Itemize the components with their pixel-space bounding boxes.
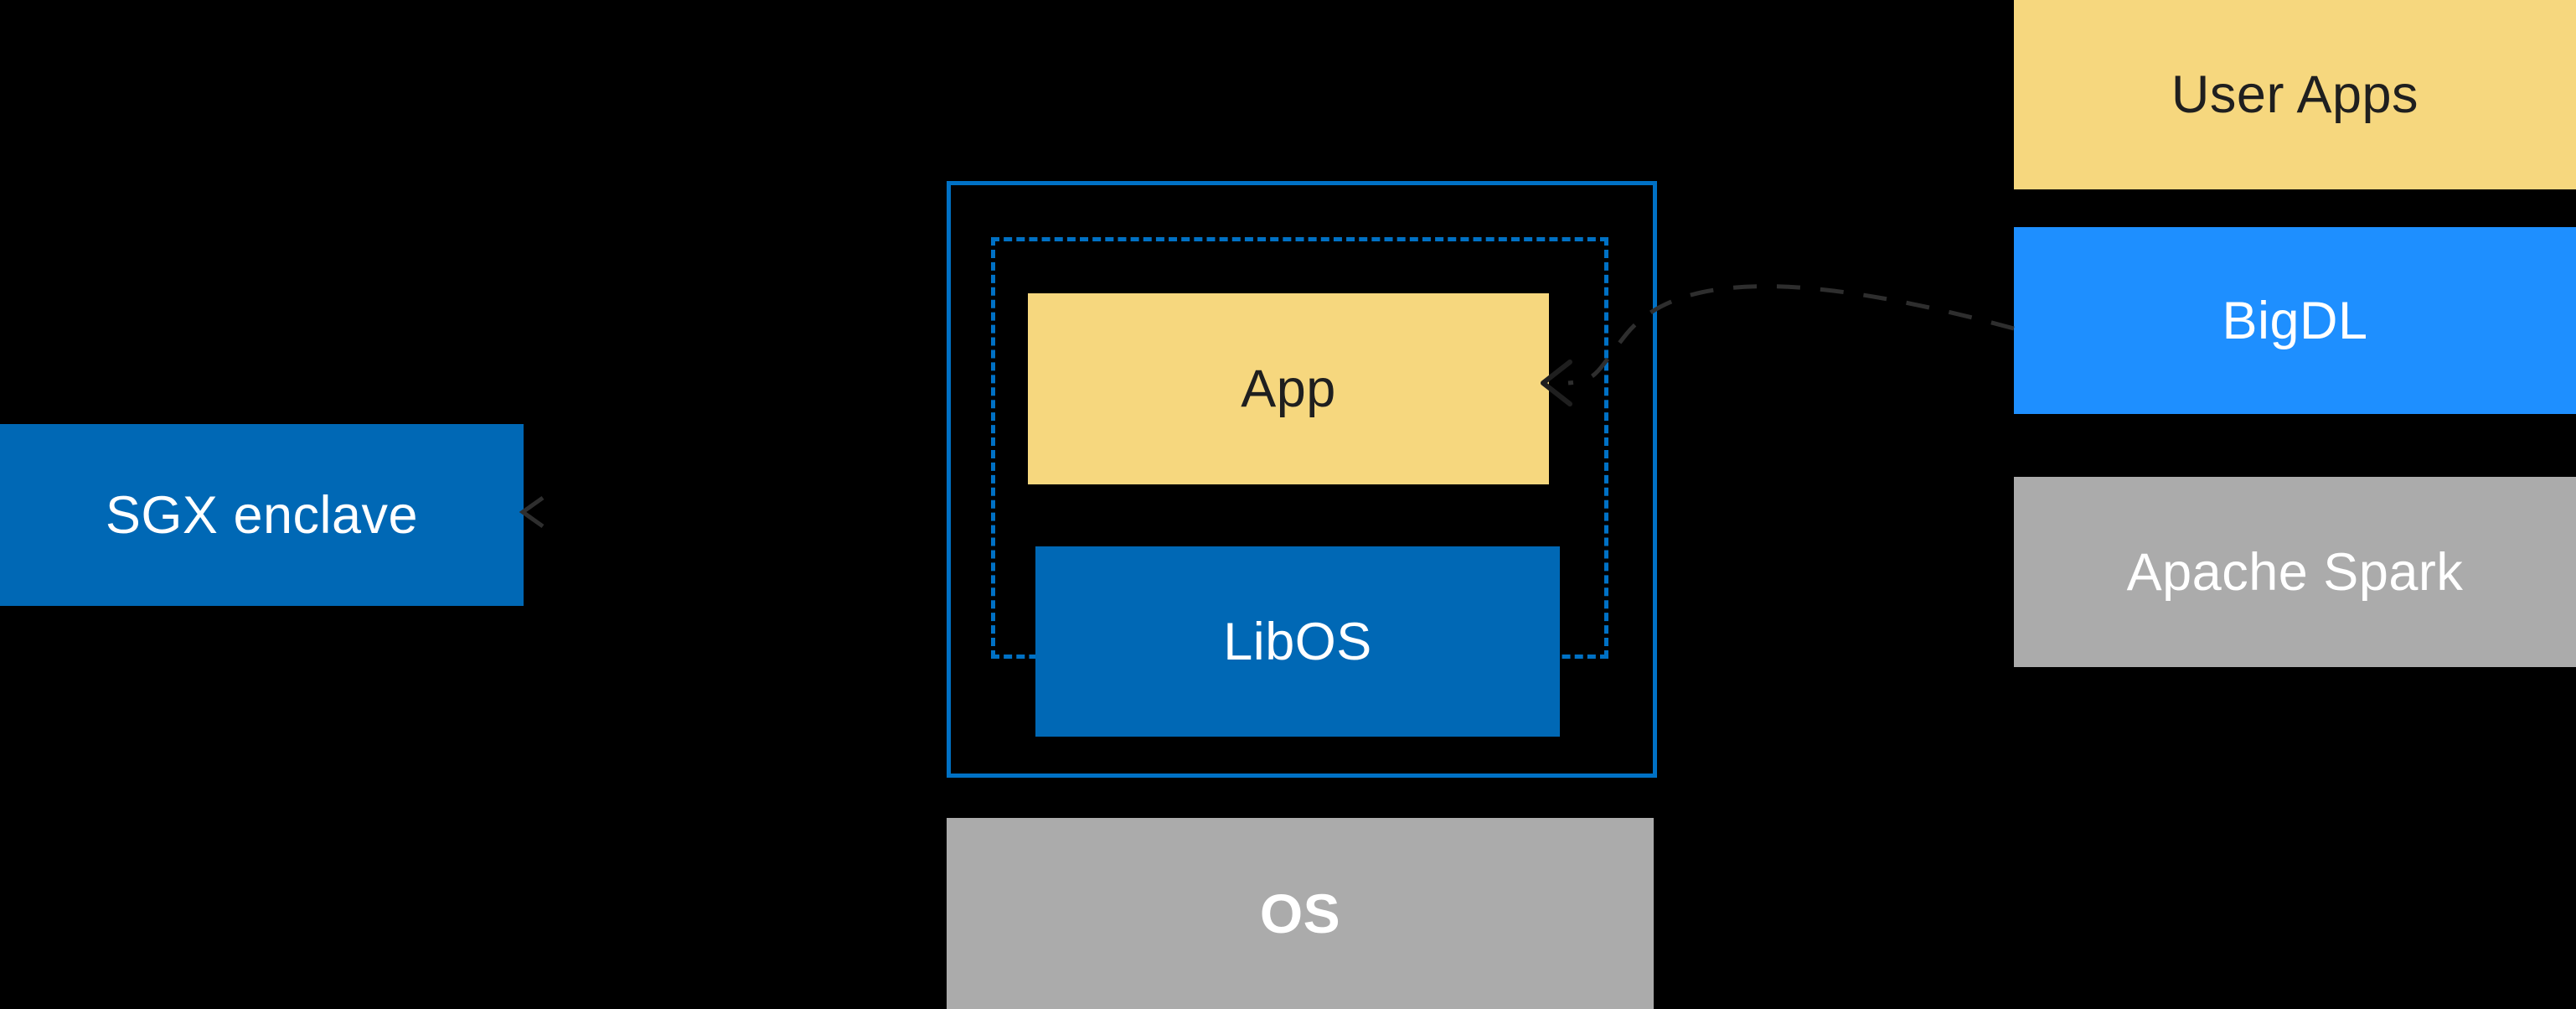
sgx-arrow-icon xyxy=(519,495,545,529)
user-apps-box: User Apps xyxy=(2014,0,2576,189)
enclave-outer-border xyxy=(947,181,1657,778)
apache-spark-label: Apache Spark xyxy=(2126,542,2464,602)
bigdl-box: BigDL xyxy=(2014,227,2576,414)
user-apps-label: User Apps xyxy=(2171,65,2419,124)
bigdl-label: BigDL xyxy=(2222,291,2368,350)
app-box: App xyxy=(1028,293,1549,484)
sgx-enclave-label-box: SGX enclave xyxy=(0,424,524,606)
app-label: App xyxy=(1241,360,1336,418)
libos-label: LibOS xyxy=(1223,612,1372,671)
os-label: OS xyxy=(1259,882,1341,944)
sgx-enclave-label: SGX enclave xyxy=(105,485,419,545)
libos-box: LibOS xyxy=(1035,546,1560,737)
os-box: OS xyxy=(947,818,1654,1009)
apache-spark-box: Apache Spark xyxy=(2014,477,2576,667)
